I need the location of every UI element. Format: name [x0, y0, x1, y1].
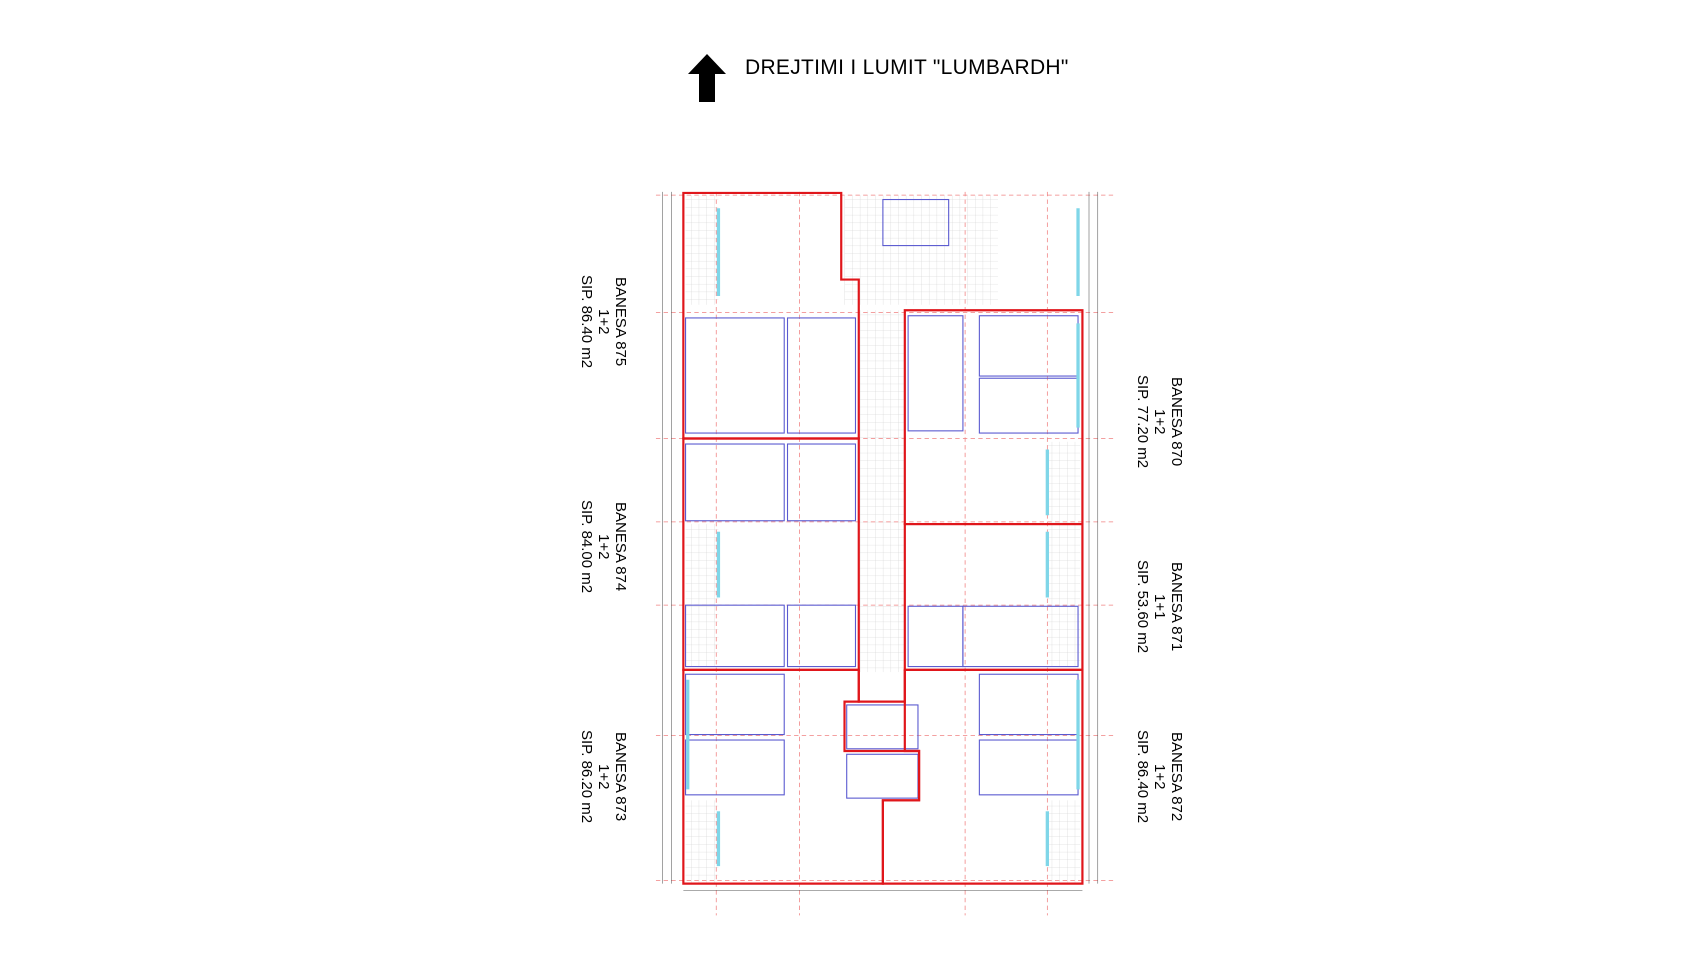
unit-outlines	[682, 191, 1084, 885]
tiled-areas	[685, 195, 1081, 883]
unit-name: BANESA 870	[1168, 376, 1185, 467]
unit-type: 1+2	[595, 763, 612, 790]
unit-area: SIP. 86.40 m2	[578, 275, 595, 369]
unit-name: BANESA 872	[1168, 731, 1185, 822]
orientation-title: DREJTIMI I LUMIT "LUMBARDH"	[745, 56, 1069, 79]
unit-name: BANESA 873	[612, 731, 629, 822]
unit-type: 1+2	[1151, 763, 1168, 790]
glazing	[686, 208, 1080, 867]
unit-area: SIP. 86.40 m2	[1134, 730, 1151, 824]
unit-area: SIP. 53.60 m2	[1134, 560, 1151, 654]
unit-name: BANESA 874	[612, 501, 629, 592]
dimension-lines	[662, 191, 1099, 891]
unit-name: BANESA 875	[612, 276, 629, 367]
unit-name: BANESA 871	[1168, 561, 1185, 652]
north-arrow-icon	[688, 54, 726, 102]
unit-type: 1+2	[1151, 408, 1168, 435]
unit-type: 1+1	[1151, 593, 1168, 620]
unit-872-outline	[881, 668, 1084, 885]
unit-area: SIP. 84.00 m2	[578, 500, 595, 594]
unit-area: SIP. 77.20 m2	[1134, 375, 1151, 469]
unit-type: 1+2	[595, 308, 612, 335]
unit-area: SIP. 86.20 m2	[578, 730, 595, 824]
interior-walls	[685, 198, 1079, 799]
unit-type: 1+2	[595, 533, 612, 560]
